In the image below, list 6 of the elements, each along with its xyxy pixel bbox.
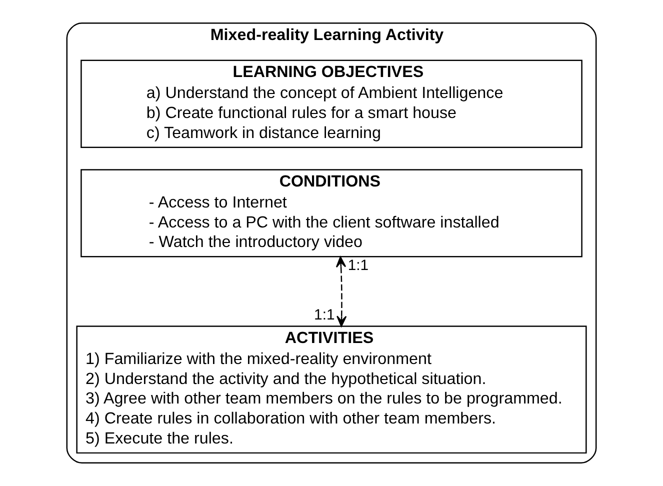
label: 1:1: [314, 308, 335, 324]
node-box: ACTIVITIES 1) Familiarize with the mixed-reality environment 2) Understand the activity and the hypothetical situation. 3) Agree with other team members on the rules to be programmed. 4) Create rules in collaboration with other team members. 5) Execute the rules.: [76, 326, 587, 454]
node-box: CONDITIONS - Access to Internet - Access to a PC with the client software installed - Watch the introductory video: [80, 169, 582, 258]
node-box: LEARNING OBJECTIVES a) Understand the concept of Ambient Intelligence b) Create functional rules for a smart house c) Teamwork in distance learning: [80, 60, 582, 148]
arrow: [336, 256, 347, 327]
label: 1:1: [348, 258, 369, 274]
